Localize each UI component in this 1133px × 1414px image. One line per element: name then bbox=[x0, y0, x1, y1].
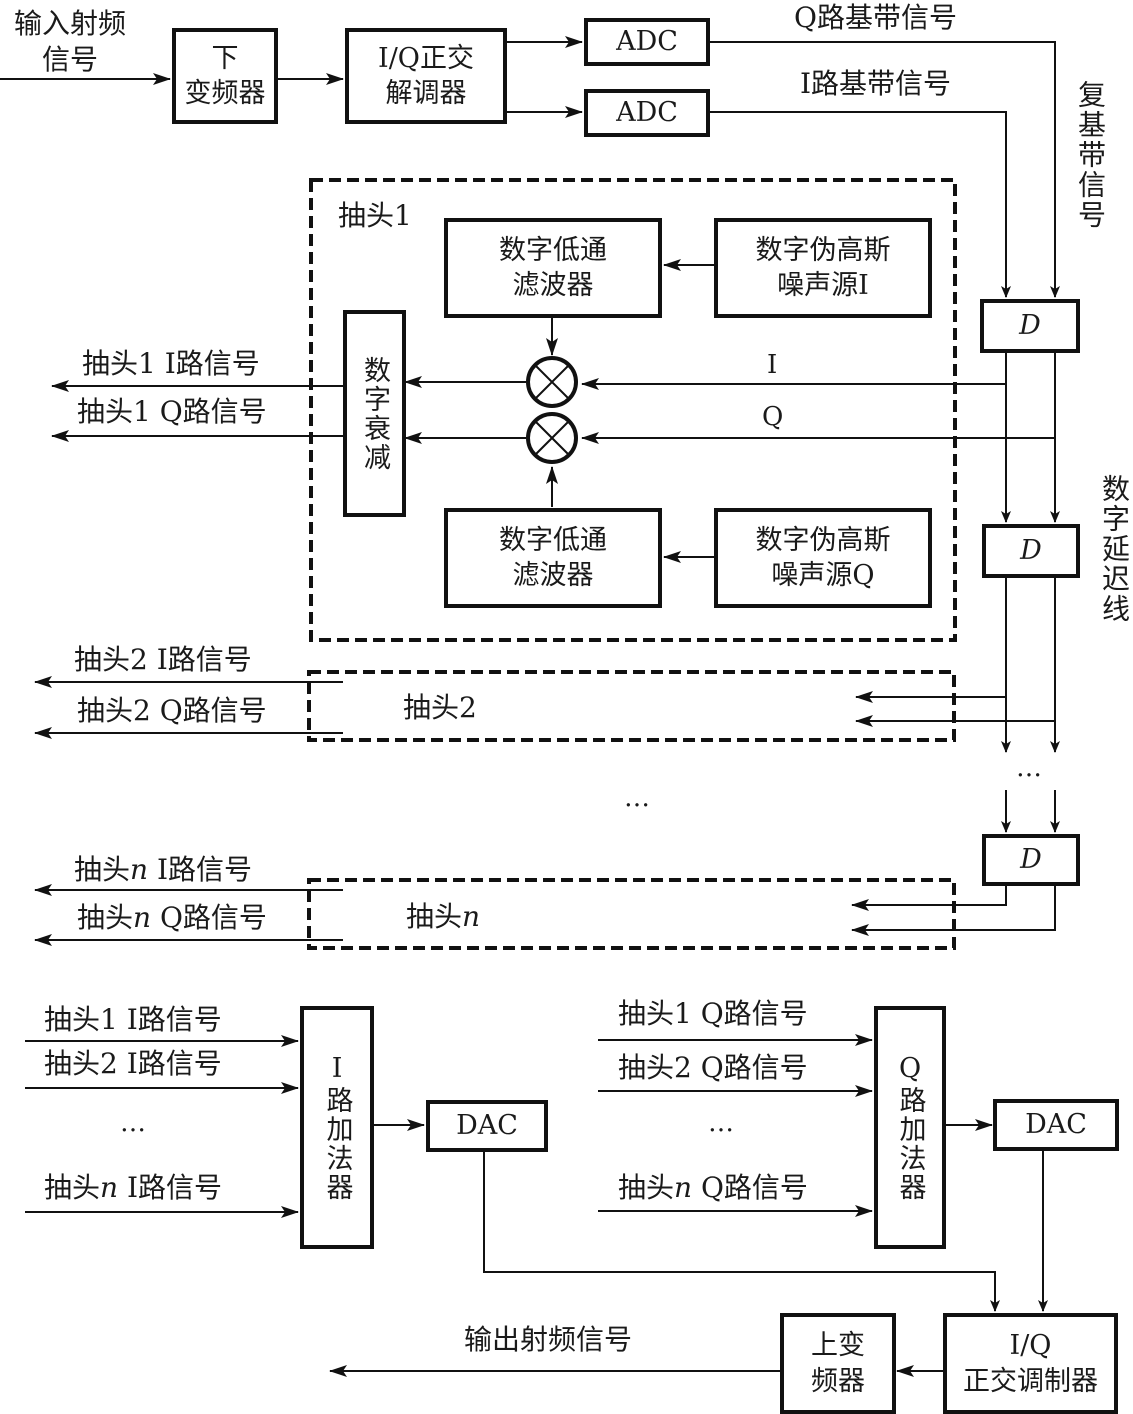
tap1-q-line-label: Q bbox=[762, 402, 784, 432]
tap2-title: 抽头2 bbox=[403, 691, 477, 724]
tap1-lpf-q-block: 数字低通 滤波器 bbox=[444, 508, 662, 608]
complex-baseband-label: 复基带信号 bbox=[1074, 80, 1107, 230]
tap1-title: 抽头1 bbox=[338, 199, 412, 232]
q-dac-block: DAC bbox=[993, 1099, 1119, 1151]
qadd-input-2-label: 抽头2 Q路信号 bbox=[618, 1051, 808, 1084]
wire-q-baseband bbox=[708, 41, 1060, 298]
i-baseband-label: I路基带信号 bbox=[800, 67, 952, 100]
adc-i-block: ADC bbox=[584, 89, 710, 137]
rf-input-label: 输入射频 信号 bbox=[14, 7, 127, 77]
q-adder-block: Q路加法器 bbox=[874, 1006, 946, 1249]
q-baseband-label: Q路基带信号 bbox=[794, 1, 957, 34]
wire-idac-to-mod bbox=[483, 1150, 1000, 1312]
iadd-input-1-label: 抽头1 I路信号 bbox=[44, 1003, 222, 1036]
delay-cell-n: D bbox=[982, 834, 1080, 886]
qadd-input-n-label: 抽头n Q路信号 bbox=[618, 1171, 808, 1204]
iq-demodulator-block: I/Q正交 解调器 bbox=[345, 28, 507, 124]
tapn-out-q-label: 抽头n Q路信号 bbox=[77, 901, 267, 934]
tap2-out-i-label: 抽头2 I路信号 bbox=[74, 643, 252, 676]
i-dac-block: DAC bbox=[426, 1100, 548, 1152]
tapn-out-i-label: 抽头n I路信号 bbox=[74, 853, 253, 886]
tap1-container bbox=[309, 178, 957, 642]
delay-cell-2: D bbox=[982, 524, 1080, 578]
tapn-container bbox=[307, 878, 956, 950]
qadd-input-ellipsis: … bbox=[708, 1108, 734, 1138]
digital-delay-line-label: 数字延迟线 bbox=[1098, 474, 1131, 624]
iadd-input-2-label: 抽头2 I路信号 bbox=[44, 1047, 222, 1080]
delay-cell-1: D bbox=[980, 299, 1080, 353]
upconverter-block: 上变 频器 bbox=[780, 1313, 896, 1414]
tap1-i-line-label: I bbox=[767, 350, 778, 380]
tap1-attenuator-block: 数字衰减 bbox=[343, 310, 406, 517]
tap1-lpf-i-block: 数字低通 滤波器 bbox=[444, 218, 662, 318]
tapn-title: 抽头n bbox=[406, 900, 481, 933]
tap2-container bbox=[307, 670, 956, 742]
iq-modulator-block: I/Q 正交调制器 bbox=[943, 1313, 1118, 1414]
taps-ellipsis: … bbox=[624, 783, 650, 813]
wire-tapn-i-feed bbox=[851, 885, 1007, 911]
tap2-out-q-label: 抽头2 Q路信号 bbox=[77, 694, 267, 727]
iadd-input-n-label: 抽头n I路信号 bbox=[44, 1171, 223, 1204]
delay-line-ellipsis: … bbox=[1016, 753, 1042, 783]
adc-q-block: ADC bbox=[584, 18, 710, 66]
tap1-out-i-label: 抽头1 I路信号 bbox=[82, 347, 260, 380]
qadd-input-1-label: 抽头1 Q路信号 bbox=[618, 997, 808, 1030]
wire-tapn-q-feed bbox=[851, 885, 1056, 936]
i-adder-block: I路加法器 bbox=[300, 1006, 374, 1249]
downconverter-block: 下 变频器 bbox=[172, 28, 278, 124]
tap1-noise-i-block: 数字伪高斯 噪声源I bbox=[714, 218, 932, 318]
rf-output-label: 输出射频信号 bbox=[464, 1323, 633, 1356]
wire-i-baseband bbox=[708, 111, 1011, 298]
tap1-out-q-label: 抽头1 Q路信号 bbox=[77, 395, 267, 428]
tap1-noise-q-block: 数字伪高斯 噪声源Q bbox=[714, 508, 932, 608]
iadd-input-ellipsis: … bbox=[120, 1108, 146, 1138]
